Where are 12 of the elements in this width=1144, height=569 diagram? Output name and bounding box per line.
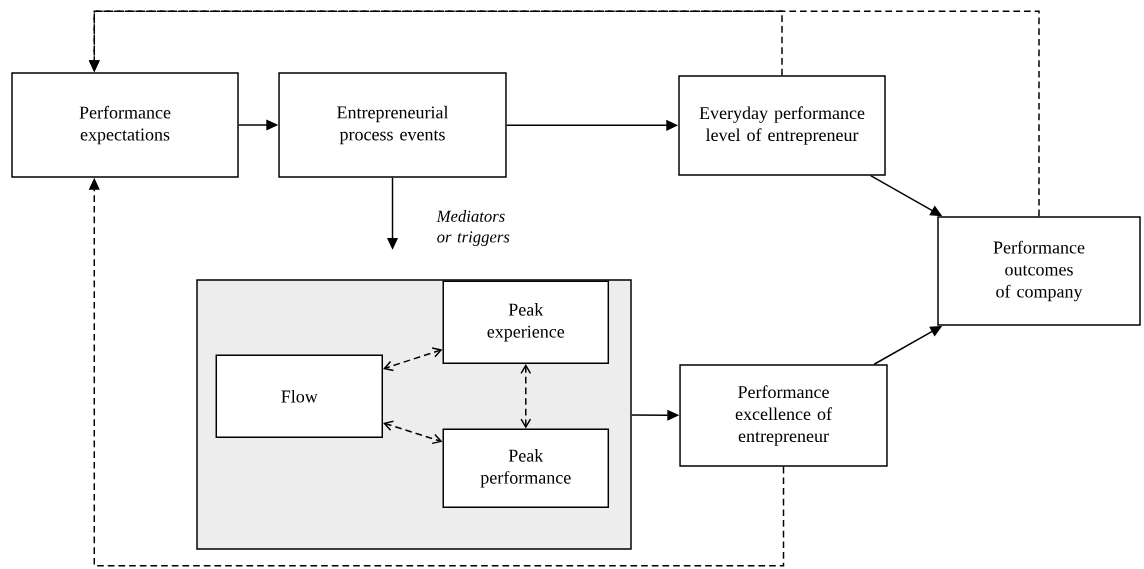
process-box: Everyday performance level of entrepreneur [678,75,886,176]
process-box: Flow [215,354,383,438]
process-box: Performance expectations [11,72,239,178]
process-box: Peak performance [442,428,610,508]
arrow [383,347,443,372]
process-box: Entrepreneurial process events [278,72,507,178]
arrow [520,363,532,429]
process-box: Performance outcomes of company [937,216,1141,326]
edge-label: Mediators or triggers [436,210,510,246]
arrow [383,420,443,445]
process-box: Peak experience [442,280,610,364]
process-box: Performance excellence of entrepreneur [679,364,888,467]
